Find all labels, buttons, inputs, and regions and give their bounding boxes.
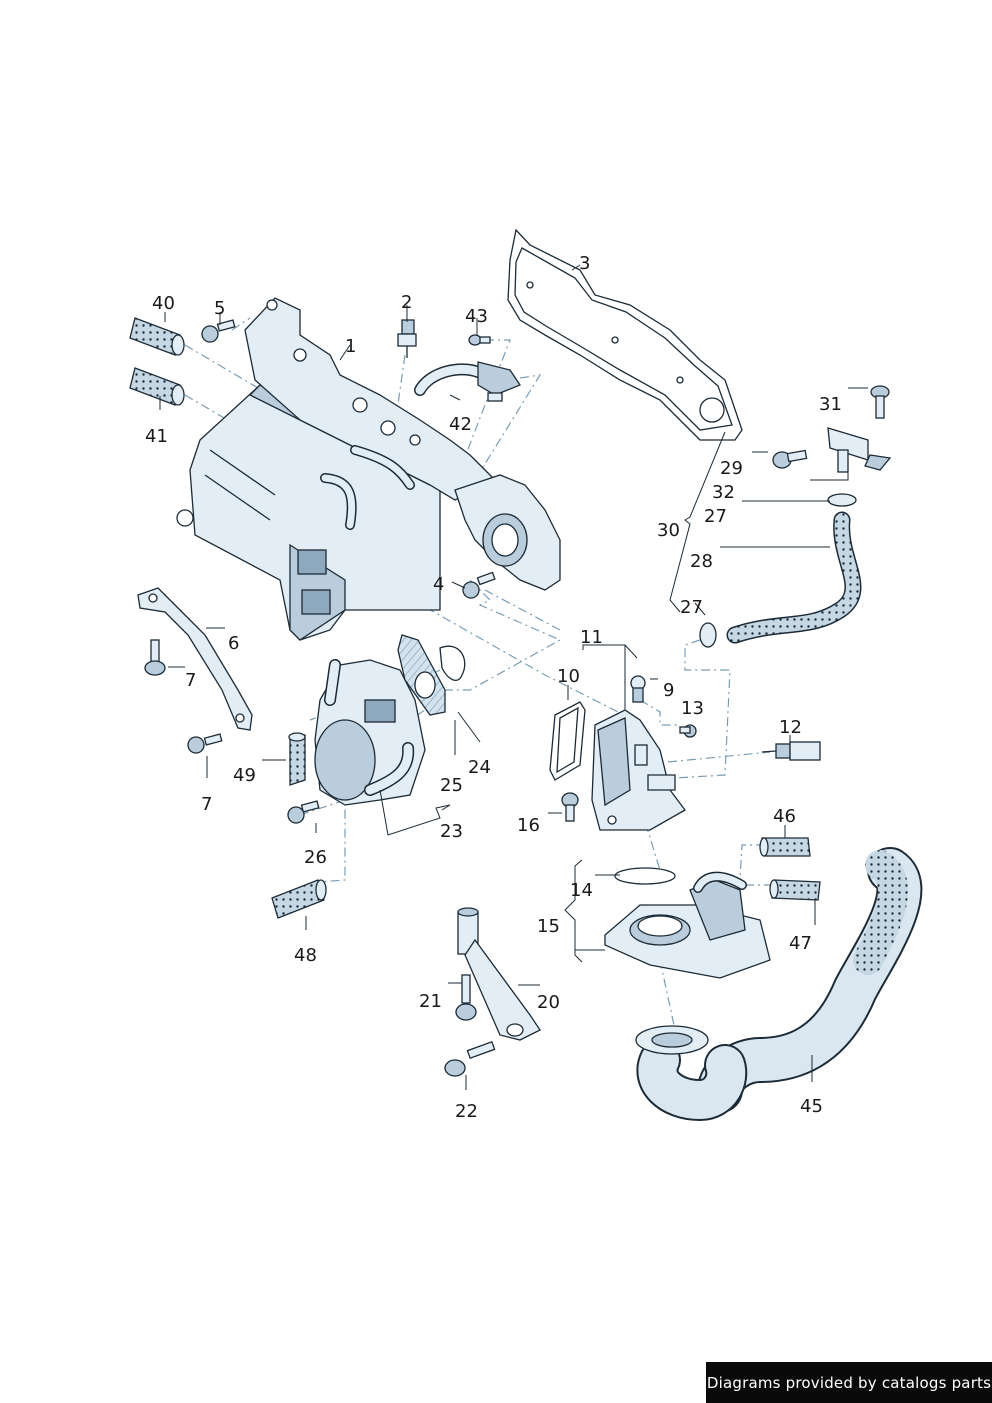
sleeve-46[interactable]: [759, 837, 811, 857]
bolt-7-lower[interactable]: [187, 733, 223, 754]
sleeve-49[interactable]: [288, 732, 306, 786]
o-ring-14[interactable]: [614, 867, 676, 885]
callout-28: 28: [690, 551, 713, 572]
callout-27-lower: 27: [680, 597, 703, 618]
gasket-3[interactable]: [507, 228, 743, 441]
callout-14: 14: [570, 880, 593, 901]
egr-valve-23[interactable]: [314, 659, 426, 806]
callout-3: 3: [579, 253, 590, 274]
callout-12: 12: [779, 717, 802, 738]
egr-cooler-1[interactable]: [176, 297, 561, 641]
callout-29: 29: [720, 458, 743, 479]
callout-42: 42: [449, 414, 472, 435]
callout-labels: 1 2 3 4 5 6 7 7 9 10 11 12 13 14 15 16 2…: [145, 253, 842, 1122]
callout-25: 25: [440, 775, 463, 796]
callout-22: 22: [455, 1101, 478, 1122]
callout-27-upper: 27: [704, 506, 727, 527]
pressure-sensor-32[interactable]: [827, 427, 892, 473]
callout-1: 1: [345, 336, 356, 357]
callout-23: 23: [440, 821, 463, 842]
callout-16: 16: [517, 815, 540, 836]
flange-11[interactable]: [591, 709, 686, 831]
bolt-31[interactable]: [870, 385, 890, 419]
callout-43: 43: [465, 306, 488, 327]
callout-2: 2: [401, 292, 412, 313]
callout-4: 4: [433, 574, 444, 595]
gasket-24[interactable]: [439, 645, 466, 681]
screw-13[interactable]: [679, 724, 697, 738]
pipe-42[interactable]: [414, 361, 521, 402]
bolt-4[interactable]: [462, 571, 496, 599]
temp-sensor-12[interactable]: [761, 741, 821, 761]
bolt-5[interactable]: [201, 319, 236, 343]
bolt-29[interactable]: [772, 449, 808, 469]
callout-46: 46: [773, 806, 796, 827]
callout-30: 30: [657, 520, 680, 541]
callout-31: 31: [819, 394, 842, 415]
callout-21: 21: [419, 991, 442, 1012]
footer-credit: Diagrams provided by catalogs parts: [706, 1362, 992, 1403]
callout-32: 32: [712, 482, 735, 503]
callout-47: 47: [789, 933, 812, 954]
throttle-housing-15[interactable]: [604, 871, 771, 979]
callout-26: 26: [304, 847, 327, 868]
hose-28[interactable]: [726, 511, 862, 644]
sleeve-40[interactable]: [129, 317, 185, 356]
outlet-pipe-45[interactable]: [635, 847, 923, 1122]
bolt-7-upper[interactable]: [144, 639, 166, 676]
stud-9[interactable]: [630, 675, 646, 703]
callout-7-upper: 7: [185, 670, 196, 691]
callout-49: 49: [233, 765, 256, 786]
sensor-2[interactable]: [397, 319, 417, 358]
callout-7-lower: 7: [201, 794, 212, 815]
screw-16[interactable]: [561, 792, 579, 822]
bracket-6[interactable]: [137, 587, 253, 731]
callout-13: 13: [681, 698, 704, 719]
callout-45: 45: [800, 1096, 823, 1117]
callout-5: 5: [214, 298, 225, 319]
callout-48: 48: [294, 945, 317, 966]
sleeve-47[interactable]: [769, 879, 821, 901]
callout-40: 40: [152, 293, 175, 314]
callout-24: 24: [468, 757, 491, 778]
screw-43[interactable]: [468, 334, 491, 346]
leader-lines: [159, 264, 868, 1090]
sleeve-41[interactable]: [129, 367, 185, 406]
seal-10[interactable]: [549, 701, 586, 781]
bolt-21[interactable]: [455, 974, 477, 1021]
bolt-22[interactable]: [444, 1040, 496, 1077]
callout-41: 41: [145, 426, 168, 447]
callout-20: 20: [537, 992, 560, 1013]
clamp-27-lower[interactable]: [699, 622, 717, 648]
callout-9: 9: [663, 680, 674, 701]
callout-11: 11: [580, 627, 603, 648]
clamp-27-upper[interactable]: [827, 493, 857, 507]
callout-10: 10: [557, 666, 580, 687]
spacer-20[interactable]: [457, 907, 541, 1041]
callout-15: 15: [537, 916, 560, 937]
gasket-25[interactable]: [397, 634, 446, 716]
callout-6: 6: [228, 633, 239, 654]
bolt-26[interactable]: [287, 800, 320, 824]
sleeve-48[interactable]: [271, 879, 327, 919]
